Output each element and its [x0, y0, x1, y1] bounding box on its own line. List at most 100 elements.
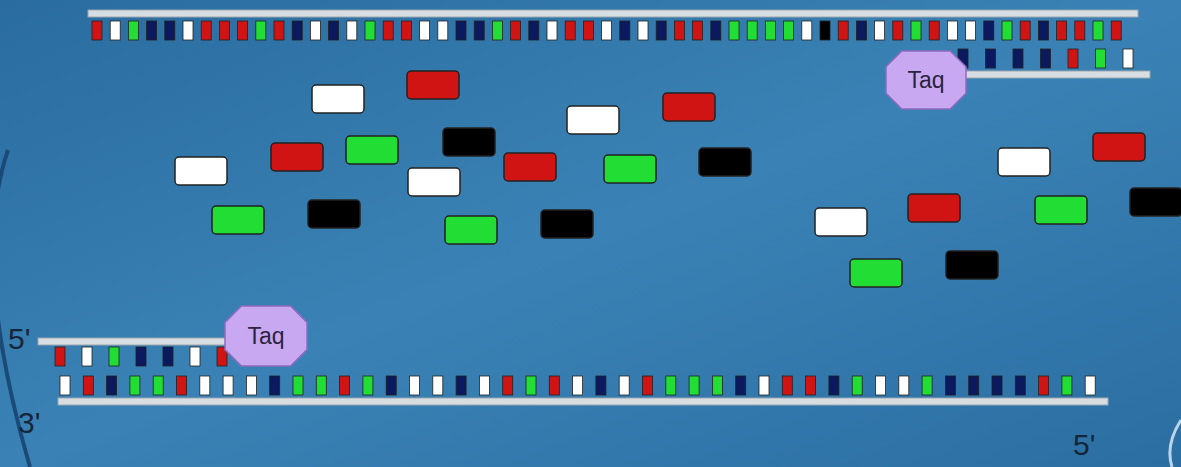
nucleotide: [408, 168, 460, 196]
base: [736, 376, 746, 395]
strand-end-label: 5': [1073, 430, 1095, 460]
base: [420, 21, 430, 40]
nucleotide: [312, 85, 364, 113]
nucleotide: [212, 206, 264, 234]
base: [256, 21, 266, 40]
base: [456, 376, 466, 395]
base: [1013, 49, 1023, 68]
nucleotide: [271, 143, 323, 171]
base: [55, 347, 65, 366]
nucleotide: [1130, 188, 1181, 216]
base: [183, 21, 193, 40]
base: [474, 21, 484, 40]
taq-polymerase: Taq: [885, 50, 967, 110]
base: [565, 21, 575, 40]
backbone: [88, 10, 1138, 17]
nucleotide: [443, 128, 495, 156]
base: [573, 376, 583, 395]
base: [219, 21, 229, 40]
base: [1039, 376, 1049, 395]
base: [782, 376, 792, 395]
base: [329, 21, 339, 40]
taq-polymerase: Taq: [224, 305, 308, 367]
base: [347, 21, 357, 40]
base: [984, 21, 994, 40]
nucleotide: [998, 148, 1050, 176]
nucleotide: [604, 155, 656, 183]
base: [1062, 376, 1072, 395]
base: [511, 21, 521, 40]
base: [820, 21, 830, 40]
base: [1096, 49, 1106, 68]
base: [602, 21, 612, 40]
free-nucleotides: [175, 71, 1181, 287]
base: [60, 376, 70, 395]
base: [292, 21, 302, 40]
base: [200, 376, 210, 395]
base: [992, 376, 1002, 395]
backbone: [965, 71, 1150, 78]
base: [596, 376, 606, 395]
base: [838, 21, 848, 40]
base: [365, 21, 375, 40]
base: [674, 21, 684, 40]
base: [1123, 49, 1133, 68]
strand-end-label: 3': [18, 408, 40, 438]
base: [711, 21, 721, 40]
base: [666, 376, 676, 395]
base: [246, 376, 256, 395]
base: [620, 21, 630, 40]
nucleotide: [445, 216, 497, 244]
nucleotide: [541, 210, 593, 238]
base: [136, 347, 146, 366]
base: [806, 376, 816, 395]
base: [109, 347, 119, 366]
enzyme-label: Taq: [907, 67, 944, 94]
base: [410, 376, 420, 395]
base: [316, 376, 326, 395]
base: [1068, 49, 1078, 68]
base: [223, 376, 233, 395]
base: [765, 21, 775, 40]
nucleotide: [663, 93, 715, 121]
base: [274, 21, 284, 40]
backbone: [58, 398, 1108, 405]
nucleotide: [1093, 133, 1145, 161]
base: [802, 21, 812, 40]
base: [383, 21, 393, 40]
base: [526, 376, 536, 395]
base: [969, 376, 979, 395]
base: [638, 21, 648, 40]
nucleotide: [175, 157, 227, 185]
nucleotide: [699, 148, 751, 176]
strands: [38, 10, 1150, 405]
decor-arc: [1170, 420, 1181, 467]
base: [893, 21, 903, 40]
base: [712, 376, 722, 395]
nucleotide: [504, 153, 556, 181]
base: [83, 376, 93, 395]
base: [947, 21, 957, 40]
nucleotide: [567, 106, 619, 134]
base: [401, 21, 411, 40]
base: [92, 21, 102, 40]
base: [238, 21, 248, 40]
base: [310, 21, 320, 40]
base: [293, 376, 303, 395]
nucleotide: [407, 71, 459, 99]
base: [1057, 21, 1067, 40]
base: [549, 376, 559, 395]
base: [547, 21, 557, 40]
base: [270, 376, 280, 395]
nucleotide: [946, 251, 998, 279]
base: [438, 21, 448, 40]
nucleotide: [1035, 196, 1087, 224]
base: [1111, 21, 1121, 40]
nucleotide: [815, 208, 867, 236]
base: [1015, 376, 1025, 395]
base: [852, 376, 862, 395]
base: [107, 376, 117, 395]
enzyme-label: Taq: [247, 323, 284, 350]
